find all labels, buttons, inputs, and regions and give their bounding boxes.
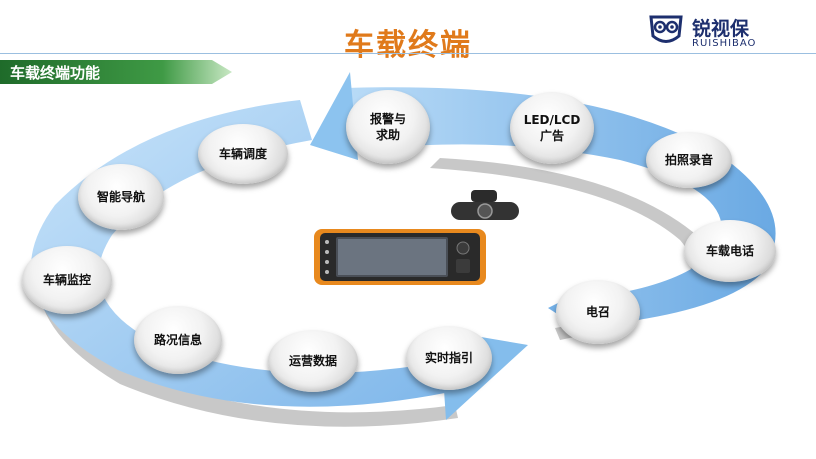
node-label: 实时指引 xyxy=(424,351,473,365)
page-title: 车载终端 xyxy=(344,28,472,63)
node-label: 路况信息 xyxy=(153,333,202,347)
node-label: 拍照录音 xyxy=(664,153,713,167)
node-label: 电召 xyxy=(585,305,610,319)
node-led-lcd-ad: LED/LCD 广告 xyxy=(510,92,594,164)
node-label: 运营数据 xyxy=(288,354,337,368)
section-label: 车载终端功能 xyxy=(10,64,101,82)
node-photo-record: 拍照录音 xyxy=(646,132,732,188)
vehicle-terminal-device-icon xyxy=(314,229,486,285)
node-vehicle-monitor: 车辆监控 xyxy=(22,246,112,314)
node-ops-data: 运营数据 xyxy=(268,330,358,392)
ring-arrow-top xyxy=(310,72,358,160)
dash-camera-icon xyxy=(451,190,519,220)
node-realtime-guide: 实时指引 xyxy=(406,326,492,390)
node-vehicle-dispatch: 车辆调度 xyxy=(198,124,288,184)
node-label: 车辆调度 xyxy=(218,147,267,161)
node-smart-nav: 智能导航 xyxy=(78,164,164,230)
node-label: 车载电话 xyxy=(705,244,754,258)
node-label: 报警与 求助 xyxy=(369,112,406,142)
brand-logo: 锐视保 RUISHIBAO xyxy=(648,12,798,52)
logo-name: 锐视保 xyxy=(692,18,750,40)
node-label: 车辆监控 xyxy=(42,273,91,287)
node-label: LED/LCD 广告 xyxy=(523,113,581,143)
owl-shield-logo-icon xyxy=(649,15,683,43)
node-dispatch-call: 电召 xyxy=(556,280,640,344)
logo-subtitle: RUISHIBAO xyxy=(692,38,757,49)
node-car-phone: 车载电话 xyxy=(684,220,776,282)
node-label: 智能导航 xyxy=(96,190,145,204)
header-divider xyxy=(0,53,816,54)
node-road-info: 路况信息 xyxy=(134,306,222,374)
node-alarm-help: 报警与 求助 xyxy=(346,90,430,164)
section-banner xyxy=(0,60,232,84)
